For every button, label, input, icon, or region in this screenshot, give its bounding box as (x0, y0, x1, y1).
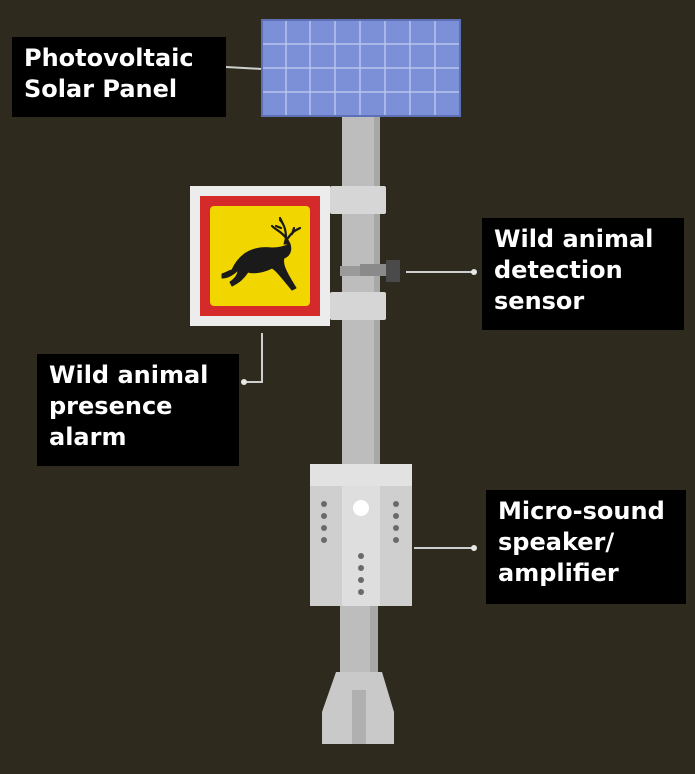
solar-panel-grid (262, 20, 460, 116)
pole-lower-shade (370, 606, 378, 706)
label-detection-sensor: Wild animal detection sensor (482, 218, 684, 330)
label-solar-panel: Photovoltaic Solar Panel (12, 37, 226, 117)
speaker-grille-dots (321, 501, 399, 595)
leader-lines (225, 66, 477, 551)
speaker-box-cap (310, 464, 412, 486)
leader-presence-alarm (244, 333, 263, 383)
pole-base-fin (352, 690, 366, 744)
speaker-amplifier-box (310, 464, 412, 606)
clamp-lower (330, 292, 386, 320)
leader-dot-sensor (471, 269, 477, 275)
leader-solar-panel (225, 66, 263, 70)
pole-upper (342, 112, 374, 468)
label-speaker-line-2: speaker/ (498, 528, 615, 556)
clamp-upper (330, 186, 386, 214)
label-presence-alarm: Wild animal presence alarm (37, 354, 239, 466)
label-detection-sensor-line-3: sensor (494, 287, 585, 315)
label-detection-sensor-line-1: Wild animal (494, 225, 654, 253)
label-presence-alarm-line-3: alarm (49, 423, 127, 451)
leader-dot-alarm (241, 379, 247, 385)
label-speaker-line-3: amplifier (498, 559, 619, 587)
label-presence-alarm-line-1: Wild animal (49, 361, 209, 389)
label-speaker: Micro-sound speaker/ amplifier (486, 490, 686, 604)
speaker-indicator-light (353, 500, 369, 516)
detection-sensor (340, 260, 400, 282)
label-presence-alarm-line-2: presence (49, 392, 173, 420)
leaping-deer-icon (221, 216, 302, 291)
leader-dot-speaker (471, 545, 477, 551)
solar-panel (261, 19, 461, 117)
label-solar-panel-line-1: Photovoltaic (24, 44, 194, 72)
label-detection-sensor-line-2: detection (494, 256, 623, 284)
label-speaker-line-1: Micro-sound (498, 497, 665, 525)
label-solar-panel-line-2: Solar Panel (24, 75, 178, 103)
pole-upper-shade (374, 112, 380, 468)
presence-alarm-sign (190, 186, 330, 326)
